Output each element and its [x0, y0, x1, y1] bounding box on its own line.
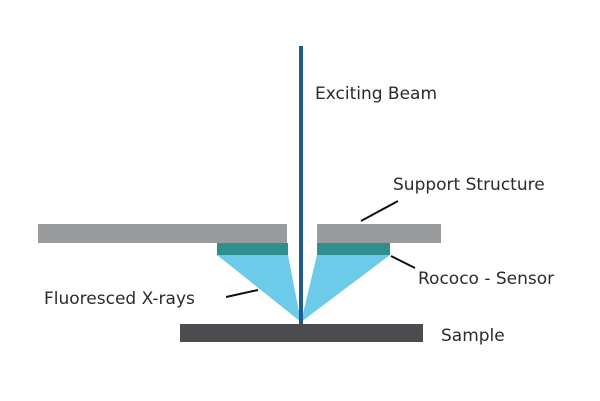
- rococo-sensor-right: [317, 243, 390, 255]
- rococo-sensor-leader-line: [390, 255, 416, 269]
- fluoresced-xrays-leader-line: [225, 289, 259, 298]
- sample-label: Sample: [441, 326, 505, 346]
- rococo-sensor-left: [217, 243, 288, 255]
- exciting-beam: [299, 46, 303, 324]
- sample-block: [180, 324, 423, 342]
- support-structure-left: [38, 224, 287, 243]
- exciting-beam-label: Exciting Beam: [315, 84, 437, 104]
- support-structure-leader-line: [360, 200, 399, 222]
- rococo-sensor-label: Rococo - Sensor: [418, 269, 554, 289]
- fluoresced-xrays-label: Fluoresced X-rays: [44, 289, 195, 309]
- xray-cone-left: [217, 255, 301, 322]
- xray-cone-right: [301, 255, 390, 322]
- support-structure-right: [317, 224, 441, 243]
- support-structure-label: Support Structure: [393, 175, 545, 195]
